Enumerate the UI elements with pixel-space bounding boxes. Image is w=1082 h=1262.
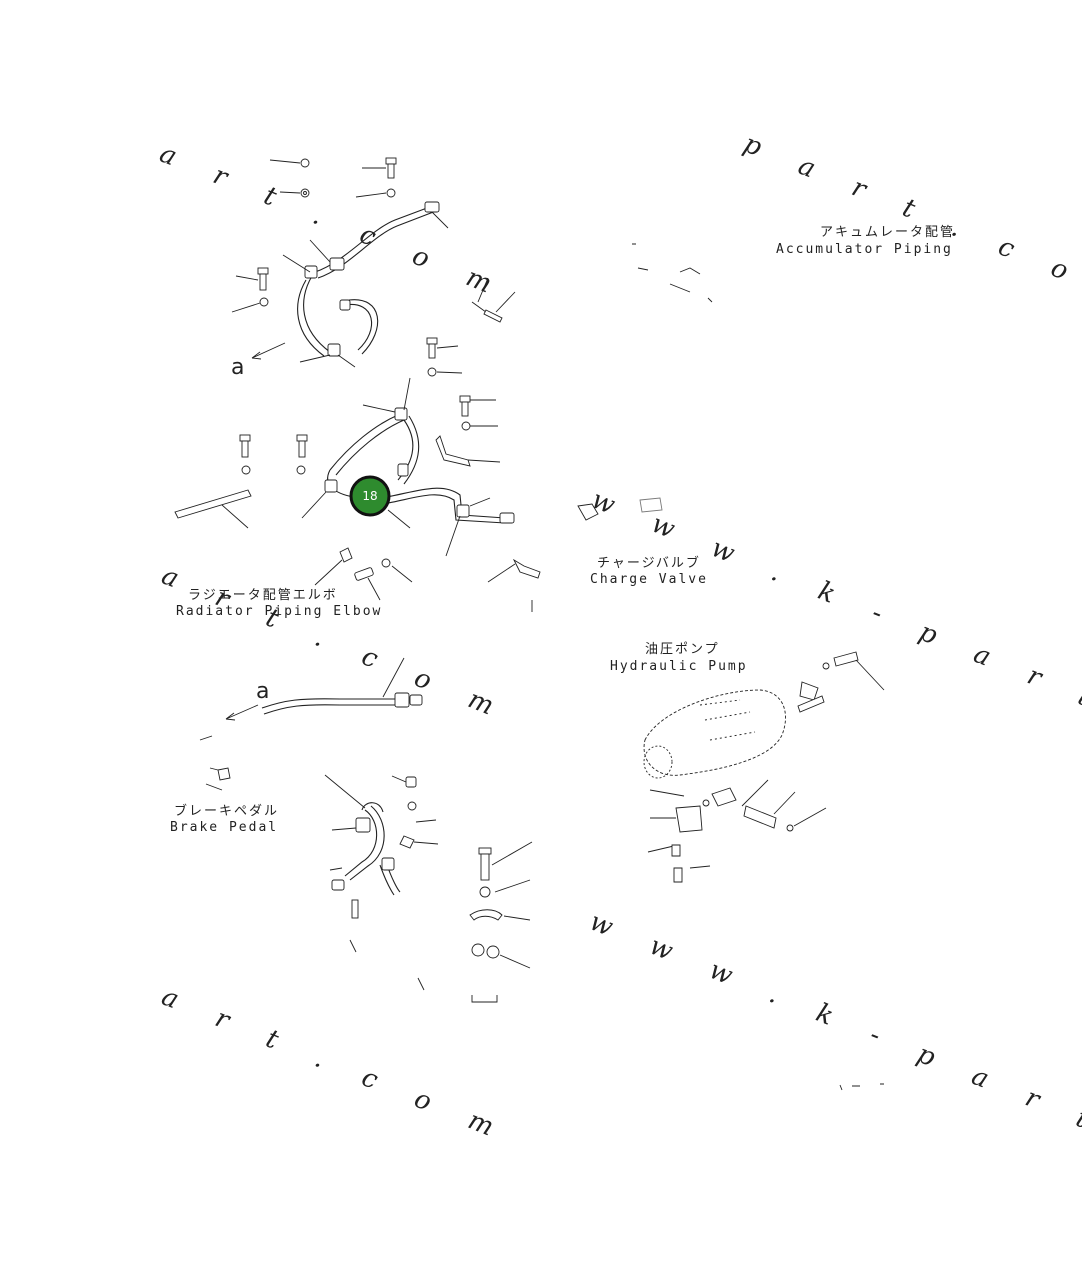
label-pump-jp: 油圧ポンプ <box>645 642 720 657</box>
watermark-bottom-left: a r t . c o m <box>157 982 513 1149</box>
label-pump-en: Hydraulic Pump <box>610 659 748 674</box>
label-accumulator-jp: アキュムレータ配管 <box>820 225 955 240</box>
support-bracket <box>174 489 252 529</box>
accumulator-parts <box>632 243 713 303</box>
watermark-mid-left: a r t . c o m <box>157 561 513 728</box>
page-mark <box>839 1083 884 1091</box>
label-radiator-jp: ラジエータ配管エルボ <box>188 588 338 603</box>
label-brake-en: Brake Pedal <box>170 820 278 835</box>
label-accumulator-en: Accumulator Piping <box>776 242 953 257</box>
radiator-elbow-parts <box>314 547 541 612</box>
middle-fasteners <box>239 277 516 557</box>
lower-center-fasteners <box>469 841 533 1003</box>
label-brake-jp: ブレーキペダル <box>174 803 279 819</box>
middle-pipe-assembly <box>324 407 515 524</box>
callout-18[interactable]: 18 <box>349 475 391 517</box>
ref-a-top: a <box>231 355 244 380</box>
label-radiator-en: Radiator Piping Elbow <box>176 604 382 619</box>
label-charge-en: Charge Valve <box>590 572 708 587</box>
arrow-a-top <box>251 342 286 360</box>
lower-pipe-assembly <box>324 774 439 991</box>
ref-a-mid: a <box>256 679 269 704</box>
callout-18-number: 18 <box>362 489 377 503</box>
upper-fasteners <box>231 157 449 368</box>
brake-pedal-piping <box>199 657 423 791</box>
callout-18-circle[interactable] <box>349 475 391 517</box>
charge-valve <box>577 497 663 521</box>
hydraulic-pump <box>643 651 885 883</box>
upper-pipe-assembly <box>297 201 440 357</box>
watermark-top-right: p a r t . c o m <box>739 129 1082 318</box>
label-charge-jp: チャージバルブ <box>597 555 701 571</box>
watermark-bottom-right: w w w . k - p a r t . c o m <box>585 907 1082 1229</box>
arrow-a-mid <box>225 704 259 721</box>
watermark-top-left: a r t . c o m <box>155 139 511 306</box>
